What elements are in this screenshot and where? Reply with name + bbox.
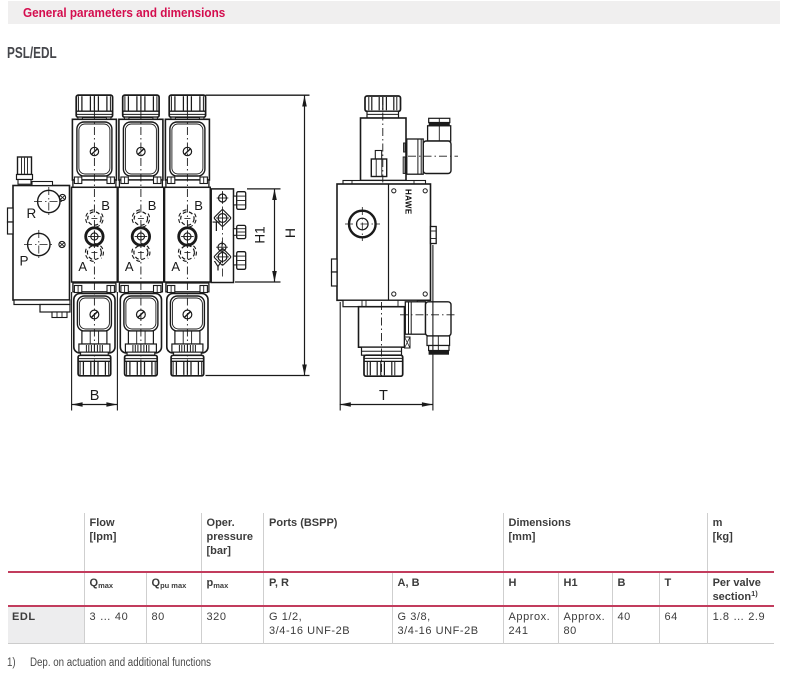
svg-text:A: A — [78, 259, 87, 274]
svg-text:P: P — [20, 254, 29, 269]
svg-text:T: T — [379, 388, 388, 404]
svg-text:H: H — [282, 228, 298, 238]
svg-text:HAWE: HAWE — [404, 189, 413, 215]
svg-text:A: A — [171, 259, 180, 274]
svg-text:B: B — [194, 198, 203, 213]
svg-text:R: R — [27, 206, 37, 221]
svg-text:A: A — [125, 259, 134, 274]
svg-text:Y: Y — [214, 259, 223, 274]
svg-text:B: B — [90, 388, 100, 404]
svg-text:B: B — [148, 198, 157, 213]
svg-text:T: T — [212, 219, 220, 234]
svg-text:B: B — [101, 198, 110, 213]
svg-text:H1: H1 — [253, 226, 268, 243]
